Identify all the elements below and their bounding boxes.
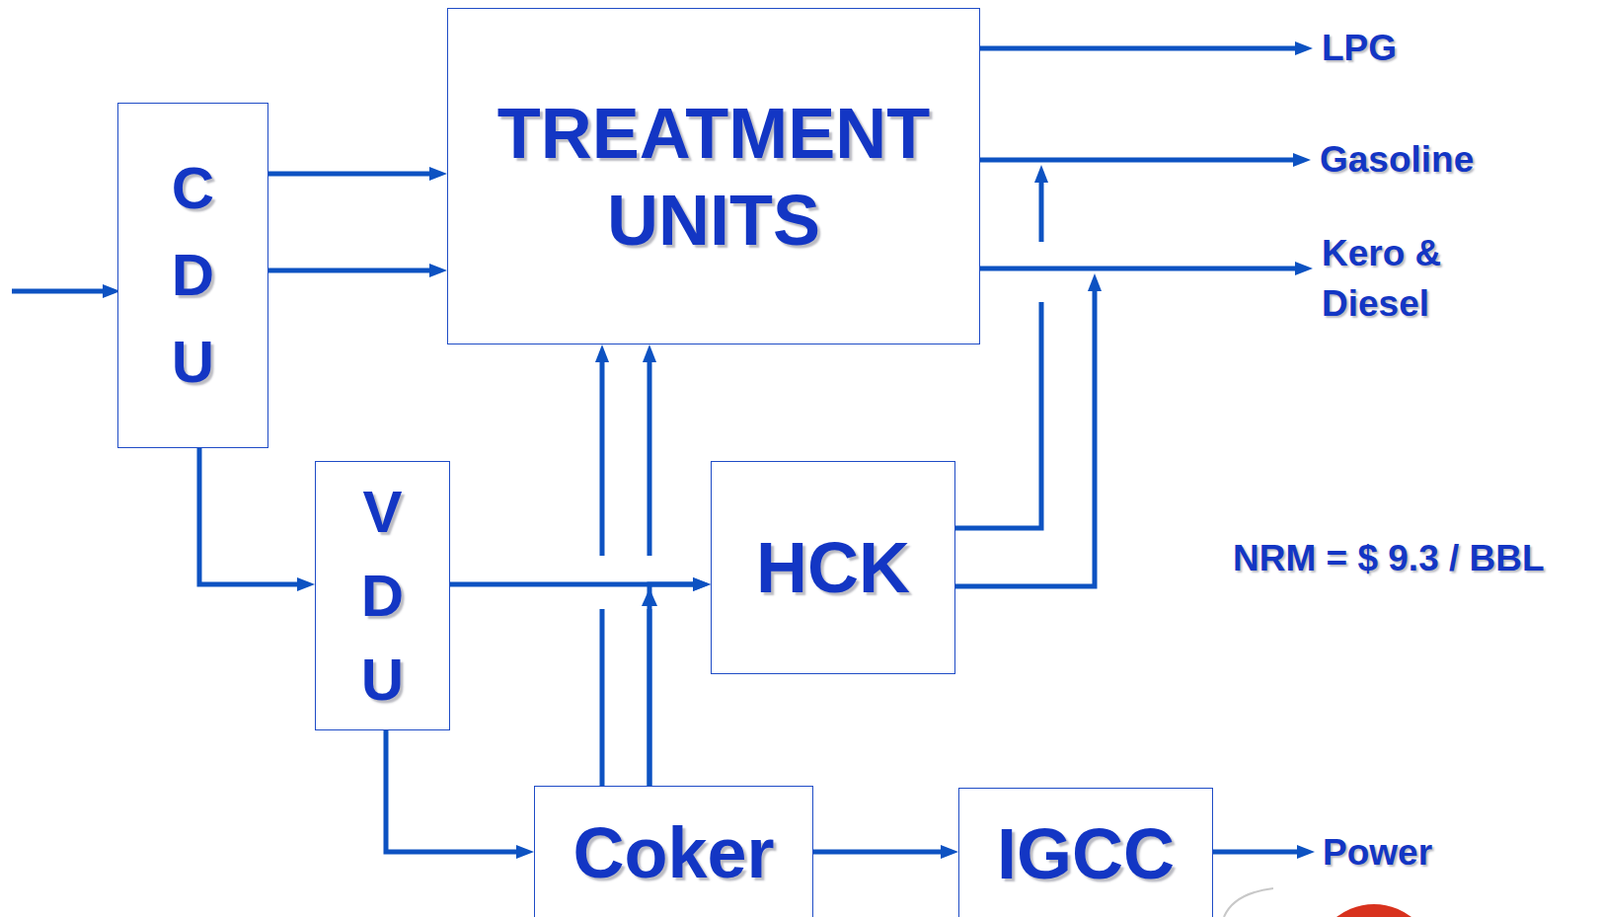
unit-name: TREATMENT UNITS [448, 89, 980, 264]
flow-arrow [268, 171, 438, 177]
treatment-box: TREATMENT UNITS [447, 7, 981, 345]
unit-name: CDU [163, 145, 224, 406]
note-label: NRM = $ 9.3 / BBL [1232, 536, 1545, 581]
feed-arrow [11, 289, 111, 295]
product-arrow [1213, 849, 1305, 855]
unit-name: Coker [572, 811, 774, 895]
hck-output-arrow [1039, 174, 1045, 242]
product-label: LPG [1321, 26, 1397, 71]
flow-arrow [813, 849, 949, 855]
product-label: Kero & Diesel [1321, 228, 1480, 329]
flow-arrow [268, 268, 438, 274]
logo-swoosh [1223, 888, 1274, 917]
unit-name: IGCC [996, 812, 1175, 896]
unit-name: VDU [353, 469, 413, 722]
flow-arrow [600, 354, 606, 786]
logo-disc [1312, 904, 1436, 917]
product-arrow [964, 266, 1303, 272]
unit-name: HCK [756, 526, 911, 610]
product-arrow [964, 46, 1303, 52]
unit-box: IGCC [958, 787, 1214, 917]
unit-box: HCK [710, 460, 956, 675]
flow-arrow [385, 730, 525, 852]
product-label: Gasoline [1319, 138, 1474, 182]
product-label: Power [1322, 831, 1433, 875]
flow-arrow [649, 584, 701, 786]
unit-box: VDU [314, 460, 451, 731]
product-arrow [964, 157, 1301, 163]
flow-arrow [199, 448, 305, 585]
unit-box: Coker [533, 785, 814, 917]
unit-box: CDU [117, 102, 269, 449]
